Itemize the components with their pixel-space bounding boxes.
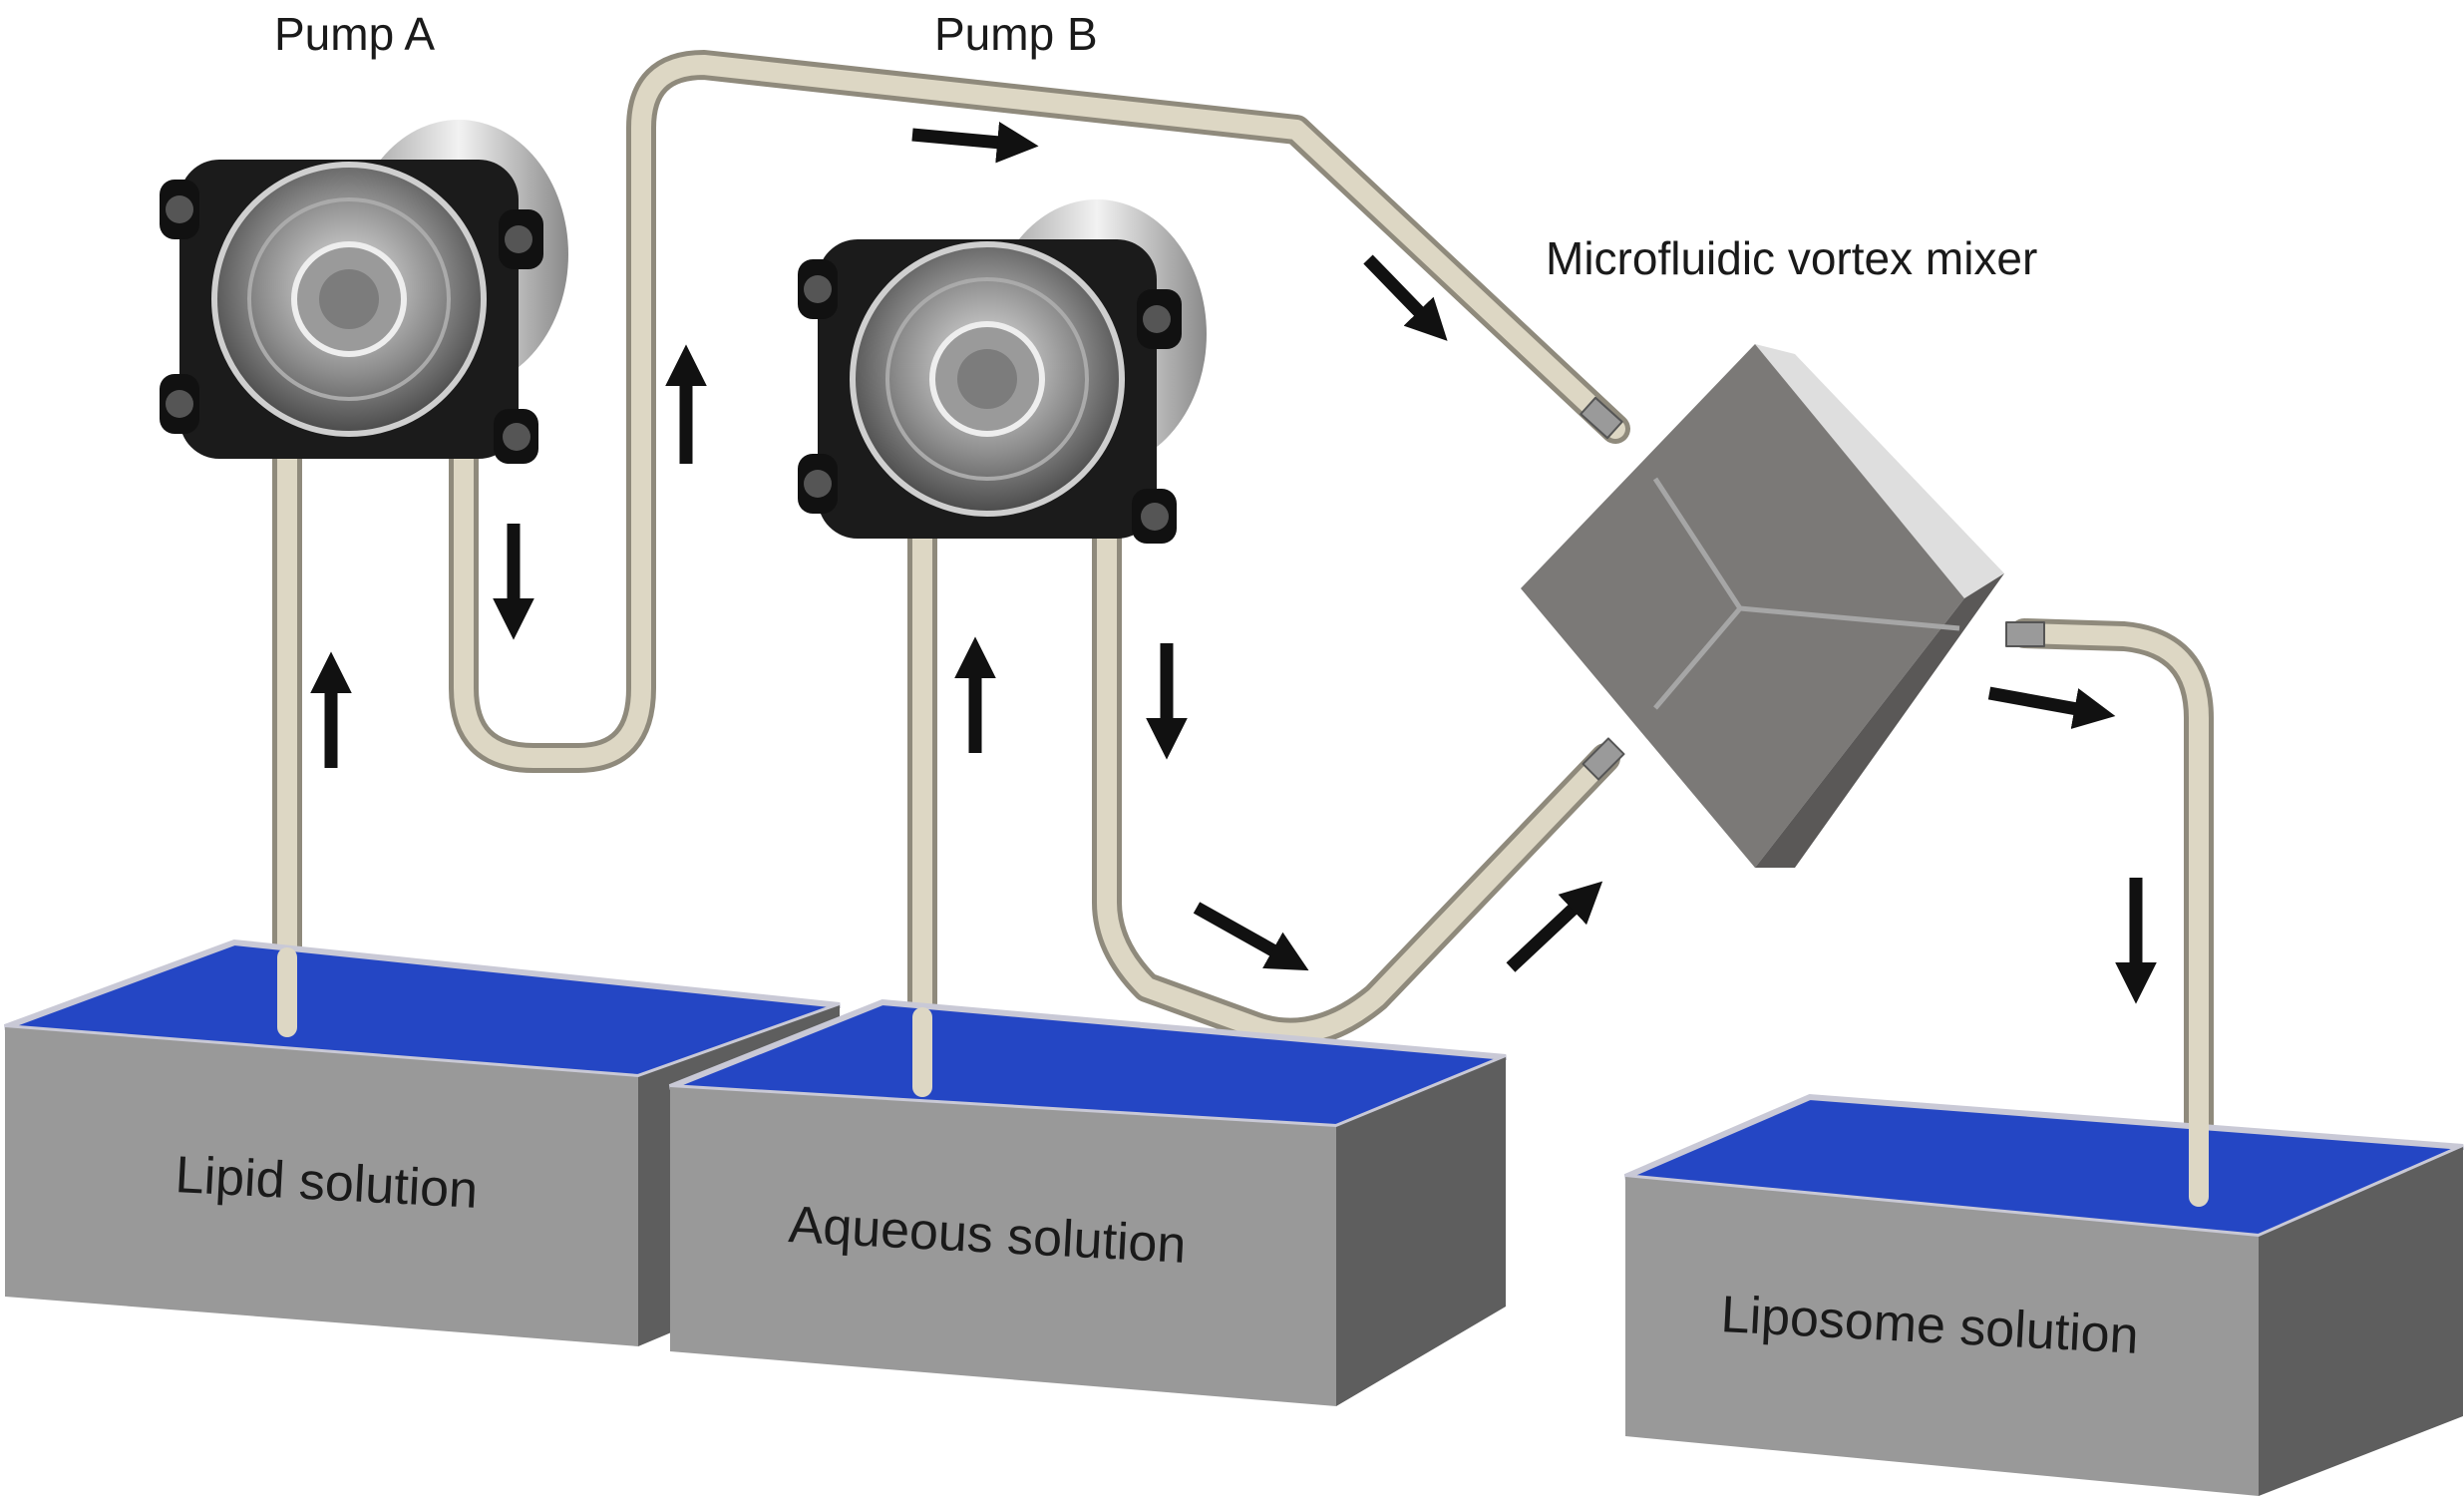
arrow-to-mixer-up xyxy=(1506,881,1603,972)
connector-inlet-a xyxy=(1580,396,1623,440)
label-pump-b: Pump B xyxy=(934,8,1098,60)
arrow-aqueous-diag xyxy=(1193,902,1309,971)
label-pump-a: Pump A xyxy=(274,8,435,60)
tank-lipid xyxy=(3,938,842,1346)
tubing xyxy=(272,50,2214,1212)
tank-aqueous xyxy=(668,998,1508,1406)
tank-liposome xyxy=(1623,1093,2464,1496)
tube-lipid-to-mixer xyxy=(449,50,1630,773)
arrow-top-right xyxy=(911,122,1039,164)
label-mixer: Microfluidic vortex mixer xyxy=(1546,232,2037,284)
flow-arrows xyxy=(310,122,2157,1004)
pump-a xyxy=(160,120,568,464)
connector-outlet xyxy=(2005,621,2045,647)
tube-outlet xyxy=(2009,618,2214,1212)
arrow-diag-down xyxy=(1363,254,1448,341)
tube-dips xyxy=(277,947,2209,1207)
tube-aqueous-to-mixer xyxy=(1092,489,1620,1048)
arrow-outlet-right xyxy=(1987,686,2116,729)
pump-b xyxy=(798,199,1207,544)
connector-inlet-b xyxy=(1582,737,1625,781)
vortex-mixer xyxy=(1521,344,2004,868)
